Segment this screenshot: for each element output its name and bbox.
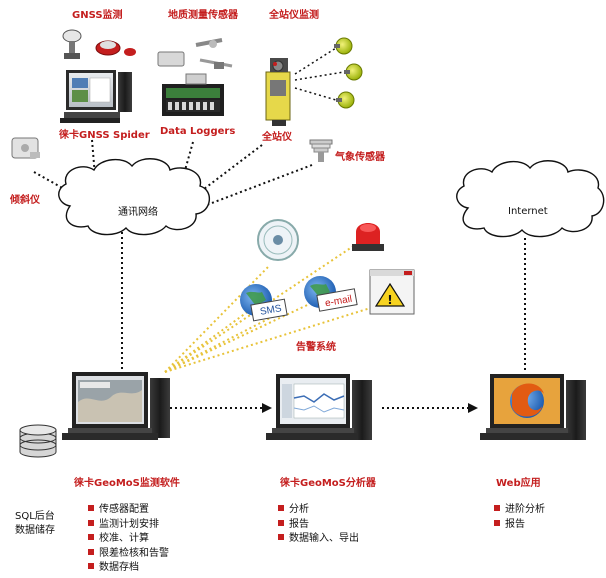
list-item: 传感器配置 [88,503,169,518]
alarm-beams [164,244,381,373]
web-workstation [480,374,586,440]
geomos-analyzer-feature-list: 分析 报告 数据输入、导出 [278,503,359,547]
gnss-spider-computer-icon [60,70,132,123]
total-station-label: 全站仪 [262,132,292,143]
list-item: 分析 [278,503,359,518]
database-icon [19,424,57,458]
email-globe-icon [304,276,358,312]
gnss-antenna-icon [62,29,136,59]
total-station-icon [265,58,291,126]
list-item: 校准、计算 [88,532,169,547]
list-item: 限差检核和告警 [88,547,169,562]
web-app-feature-list: 进阶分析 报告 [494,503,545,532]
web-app-title: Web应用 [496,478,541,489]
list-item: 报告 [278,518,359,533]
warning-dialog-icon: ! [369,269,415,315]
geo-sensors-icon [157,38,233,69]
geomos-monitor-title: 徕卡GeoMoS监测软件 [74,478,180,489]
flow-arrow-monitor-to-analyzer [170,403,272,413]
alarm-system-label: 告警系统 [296,342,336,353]
geomos-monitor-workstation [62,372,170,440]
list-item: 监测计划安排 [88,518,169,533]
total-station-monitoring-label: 全站仪监测 [269,10,319,21]
weather-sensor-icon [309,139,333,162]
weather-sensor-label: 气象传感器 [335,152,385,163]
comm-network-cloud [58,158,210,236]
data-storage-label: 数据储存 [15,525,55,536]
inclinometer-icon [11,137,40,159]
list-item: 数据存档 [88,561,169,576]
data-logger-icon [162,73,224,116]
alarm-light-icon [352,223,384,251]
internet-label: Internet [508,206,548,217]
svg-text:!: ! [387,293,392,307]
comm-network-label: 通讯网络 [118,207,158,218]
flow-arrow-analyzer-to-web [382,403,478,413]
geomos-analyzer-workstation [266,374,372,440]
geo-sensors-label: 地质测量传感器 [168,10,238,21]
list-item: 进阶分析 [494,503,545,518]
list-item: 报告 [494,518,545,533]
sms-globe-icon [240,284,288,322]
siren-fan-icon [257,219,299,261]
data-loggers-label: Data Loggers [160,126,236,137]
list-item: 数据输入、导出 [278,532,359,547]
sql-backend-label: SQL后台 [15,511,55,522]
inclinometer-label: 倾斜仪 [10,195,40,206]
geomos-monitor-feature-list: 传感器配置 监测计划安排 校准、计算 限差检核和告警 数据存档 [88,503,169,576]
geomos-analyzer-title: 徕卡GeoMoS分析器 [280,478,376,489]
gnss-monitoring-label: GNSS监测 [72,10,123,21]
prism-targets-icon [294,37,363,109]
gnss-spider-label: 徕卡GNSS Spider [59,130,150,141]
internet-cloud [456,160,605,238]
